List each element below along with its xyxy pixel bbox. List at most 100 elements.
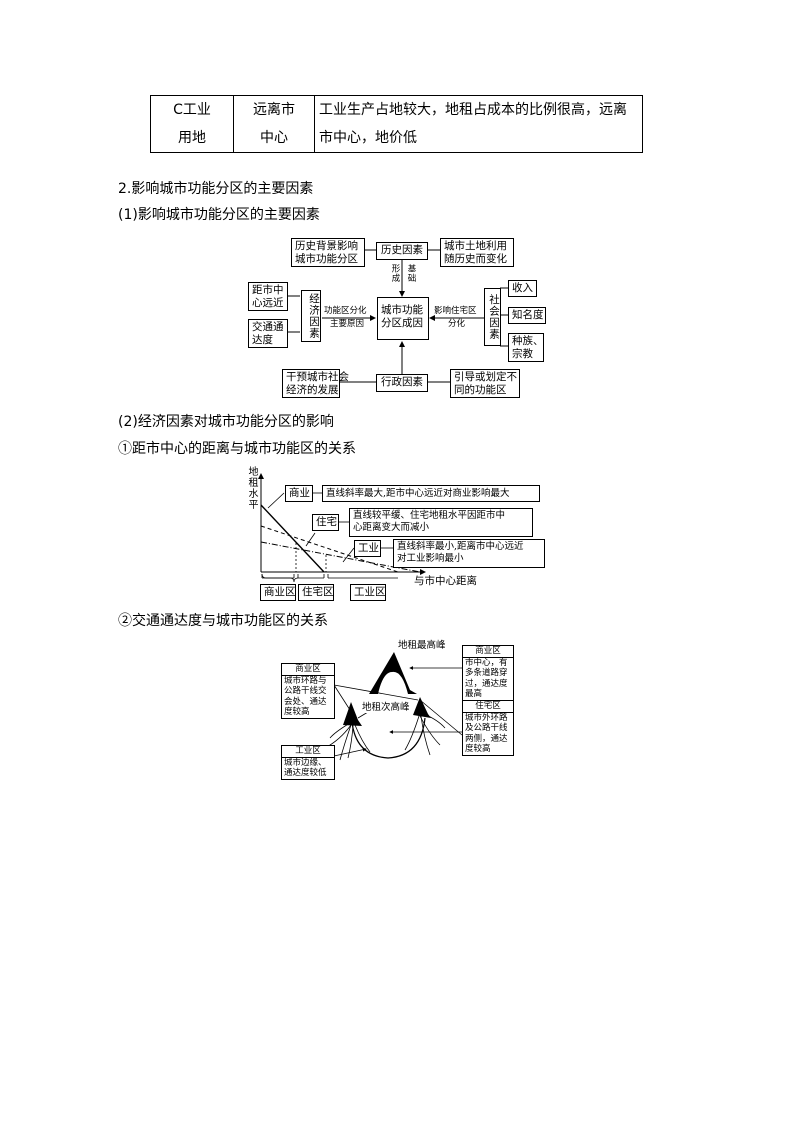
land-type-cell: C工业 用地 — [150, 95, 234, 153]
history-factor-box: 历史因素 — [376, 242, 428, 260]
left-commerce-line: 度较高 — [284, 707, 310, 717]
reason-line1: 工业生产占地较大，地租占成本的比例很高，远离 — [319, 102, 627, 118]
economic-arrow-label-line1: 功能区分化 — [324, 306, 367, 316]
left-industry-line: 城市边缘、 — [284, 757, 327, 768]
left-commerce-title: 商业区 — [282, 664, 334, 676]
subsection-2-title: (2)经济因素对城市功能分区的影响 — [118, 414, 334, 430]
economic-access-line1: 交通通 — [252, 321, 284, 333]
economic-access-line2: 达度 — [252, 334, 273, 346]
admin-left-box: 干预城市社会 经济的发展 — [282, 369, 349, 398]
center-line1: 城市功能 — [381, 304, 423, 316]
y-axis-label: 地租水平 — [246, 466, 257, 510]
commerce-desc-box: 直线斜率最大,距市中心远近对商业影响最大 — [322, 485, 540, 502]
industry-desc-line2: 对工业影响最小 — [397, 553, 464, 564]
commerce-label-box: 商业 — [285, 485, 313, 502]
right-residential-line: 城市外环路 — [465, 712, 508, 723]
admin-right-box: 引导或划定不 同的功能区 — [450, 369, 520, 398]
reason-cell: 工业生产占地较大，地租占成本的比例很高，远离 市中心，地价低 — [314, 95, 643, 153]
industry-desc-line1: 直线斜率最小,距离市中心远近 — [397, 541, 524, 552]
right-commerce-line: 过，通达度 — [465, 678, 508, 689]
reason-line2: 市中心，地价低 — [319, 130, 417, 146]
industry-desc-box: 直线斜率最小,距离市中心远近 对工业影响最小 — [393, 539, 545, 568]
right-residential-body: 城市外环路 及公路干线 两侧，通达 度较高 — [463, 713, 513, 755]
history-arrow-label-base: 基础 — [406, 264, 416, 283]
location-line1: 远离市 — [253, 102, 295, 118]
right-commerce-line: 最高 — [465, 689, 483, 699]
center-line2: 分区成因 — [381, 317, 423, 329]
economic-access-box: 交通通 达度 — [248, 319, 288, 348]
location-line2: 中心 — [260, 130, 288, 146]
subsection-1-title: (1)影响城市功能分区的主要因素 — [118, 207, 320, 223]
history-right-line1: 城市土地利用 — [444, 240, 507, 252]
social-race-religion-box: 种族、 宗教 — [508, 333, 544, 362]
residential-desc-box: 直线较平缓、住宅地租水平因距市中 心距离变大而减小 — [349, 508, 533, 537]
right-residential-callout: 住宅区 城市外环路 及公路干线 两侧，通达 度较高 — [462, 700, 514, 756]
right-residential-line: 及公路干线 — [465, 723, 508, 733]
history-arrow-label-form: 形成 — [390, 264, 400, 283]
left-commerce-line: 会处、通达 — [284, 696, 327, 707]
social-arrow-label-line2: 分化 — [448, 319, 466, 329]
social-race-line1: 种族、 — [512, 335, 544, 347]
social-race-line2: 宗教 — [512, 348, 533, 360]
economic-distance-line2: 心远近 — [252, 297, 284, 309]
right-residential-line: 两侧，通达 — [465, 733, 508, 744]
left-industry-title: 工业区 — [282, 746, 334, 758]
admin-left-line2: 经济的发展 — [286, 384, 339, 396]
residential-desc-line2: 心距离变大而减小 — [353, 522, 430, 533]
admin-factor-box: 行政因素 — [376, 374, 428, 392]
history-left-line1: 历史背景影响 — [295, 240, 358, 252]
land-use-table: C工业 用地 远离市 中心 工业生产占地较大，地租占成本的比例很高，远离 市中心… — [150, 95, 643, 153]
right-residential-title: 住宅区 — [463, 701, 513, 713]
history-right-box: 城市土地利用 随历史而变化 — [440, 238, 514, 267]
location-cell: 远离市 中心 — [233, 95, 315, 153]
social-fame-box: 知名度 — [508, 307, 546, 324]
section-2-title: 2.影响城市功能分区的主要因素 — [118, 181, 314, 197]
right-commerce-line: 市中心，有 — [465, 657, 508, 668]
left-commerce-line: 城市环路与 — [284, 675, 327, 686]
right-commerce-line: 多条道路穿 — [465, 668, 508, 678]
industry-label-box: 工业 — [354, 540, 381, 557]
history-left-line2: 城市功能分区 — [295, 253, 358, 265]
left-commerce-body: 城市环路与 公路干线交 会处、通达 度较高 — [282, 676, 334, 718]
x-axis-label: 与市中心距离 — [414, 575, 477, 587]
residential-desc-line1: 直线较平缓、住宅地租水平因距市中 — [353, 510, 506, 521]
economic-distance-box: 距市中 心远近 — [248, 282, 288, 311]
admin-right-line1: 引导或划定不 — [454, 371, 517, 383]
peak-secondary-label: 地租次高峰 — [362, 702, 410, 713]
land-type-line2: 用地 — [178, 130, 206, 146]
social-factor-box: 社会因素 — [484, 288, 501, 346]
social-arrow-label-line1: 影响住宅区 — [434, 306, 477, 316]
admin-left-line1: 干预城市社会 — [286, 371, 349, 383]
residential-label-box: 住宅 — [312, 514, 339, 531]
social-income-box: 收入 — [508, 280, 537, 297]
left-industry-body: 城市边缘、 通达度较低 — [282, 758, 334, 779]
left-commerce-line: 公路干线交 — [284, 686, 327, 696]
left-industry-callout: 工业区 城市边缘、 通达度较低 — [281, 745, 335, 780]
admin-right-line2: 同的功能区 — [454, 384, 507, 396]
zone-residential-box: 住宅区 — [298, 584, 334, 601]
zone-industry-box: 工业区 — [350, 584, 386, 601]
right-commerce-callout: 商业区 市中心，有 多条道路穿 过，通达度 最高 — [462, 645, 514, 701]
right-commerce-body: 市中心，有 多条道路穿 过，通达度 最高 — [463, 658, 513, 700]
left-commerce-callout: 商业区 城市环路与 公路干线交 会处、通达 度较高 — [281, 663, 335, 719]
item-1-title: ①距市中心的距离与城市功能区的关系 — [118, 441, 356, 457]
peak-main-label: 地租最高峰 — [398, 640, 446, 651]
economic-factor-box: 经济因素 — [301, 290, 321, 342]
right-commerce-title: 商业区 — [463, 646, 513, 658]
history-left-box: 历史背景影响 城市功能分区 — [291, 238, 365, 267]
right-residential-line: 度较高 — [465, 744, 491, 754]
economic-distance-line1: 距市中 — [252, 284, 284, 296]
item-2-title: ②交通通达度与城市功能区的关系 — [118, 613, 328, 629]
history-right-line2: 随历史而变化 — [444, 253, 507, 265]
economic-arrow-label-line2: 主要原因 — [330, 319, 365, 329]
center-cause-box: 城市功能 分区成因 — [377, 297, 429, 340]
left-industry-line: 通达度较低 — [284, 768, 327, 778]
table-row: C工业 用地 远离市 中心 工业生产占地较大，地租占成本的比例很高，远离 市中心… — [150, 95, 643, 153]
zone-commerce-box: 商业区 — [260, 584, 296, 601]
